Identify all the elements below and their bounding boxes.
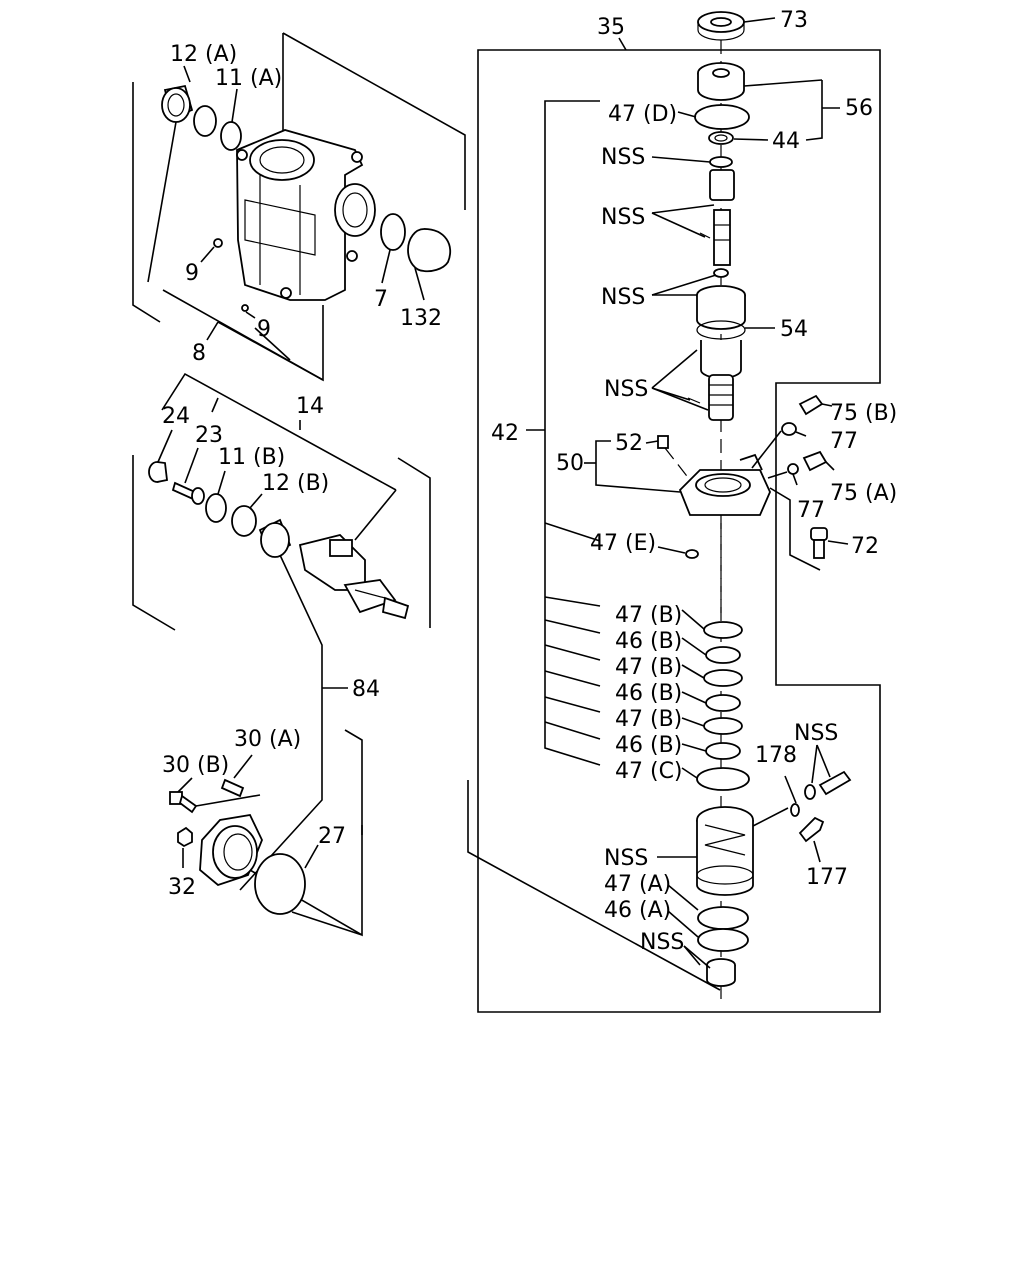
seal-24 bbox=[148, 461, 168, 483]
bolt-30a bbox=[220, 778, 245, 798]
label-nss-4: NSS bbox=[604, 377, 648, 402]
label-11b: 11 (B) bbox=[218, 445, 285, 470]
label-nss-3: NSS bbox=[601, 285, 645, 310]
label-178: 178 bbox=[755, 743, 797, 768]
bearing-14 bbox=[258, 518, 292, 558]
label-46a: 46 (A) bbox=[604, 898, 671, 923]
label-75b: 75 (B) bbox=[830, 401, 897, 426]
clip-11a bbox=[193, 105, 217, 137]
sector-shaft-group bbox=[132, 372, 431, 891]
cap-132 bbox=[407, 228, 452, 273]
label-35: 35 bbox=[597, 15, 625, 40]
ring-nss bbox=[709, 156, 733, 168]
oring-7 bbox=[380, 213, 406, 251]
housing-50 bbox=[678, 453, 771, 516]
label-54: 54 bbox=[780, 317, 808, 342]
label-52: 52 bbox=[615, 431, 643, 456]
label-11a: 11 (A) bbox=[215, 66, 282, 91]
label-47a: 47 (A) bbox=[604, 872, 671, 897]
label-14: 14 bbox=[296, 394, 324, 419]
valve-assembly-group bbox=[467, 11, 881, 1013]
label-8: 8 bbox=[192, 341, 206, 366]
callout-labels: 35 73 56 47 (D) 44 NSS NSS NSS 54 NSS 42… bbox=[162, 8, 897, 955]
label-46b-1: 46 (B) bbox=[615, 629, 682, 654]
adjust-screw-23 bbox=[171, 481, 205, 505]
label-47e: 47 (E) bbox=[590, 531, 656, 556]
label-nss-2: NSS bbox=[601, 205, 645, 230]
label-27: 27 bbox=[318, 824, 346, 849]
hose-177 bbox=[798, 816, 825, 843]
ring-stack bbox=[696, 621, 750, 791]
oring-47a bbox=[697, 906, 749, 930]
label-7: 7 bbox=[374, 287, 388, 312]
label-47d: 47 (D) bbox=[608, 102, 677, 127]
label-56: 56 bbox=[845, 96, 873, 121]
label-84: 84 bbox=[352, 677, 380, 702]
label-46b-3: 46 (B) bbox=[615, 733, 682, 758]
bolt-72 bbox=[810, 527, 828, 559]
plug-52 bbox=[657, 435, 669, 449]
label-72: 72 bbox=[851, 534, 879, 559]
label-47b-1: 47 (B) bbox=[615, 603, 682, 628]
label-30a: 30 (A) bbox=[234, 727, 301, 752]
label-132: 132 bbox=[400, 306, 442, 331]
label-23: 23 bbox=[195, 423, 223, 448]
oring-47e bbox=[685, 549, 699, 559]
label-77a: 77 bbox=[830, 429, 858, 454]
label-9a: 9 bbox=[185, 261, 199, 286]
washer-178 bbox=[790, 803, 800, 817]
bearing-12a bbox=[161, 84, 194, 123]
label-47b-2: 47 (B) bbox=[615, 655, 682, 680]
fitting-75b bbox=[798, 394, 824, 416]
input-shaft bbox=[709, 169, 735, 266]
label-12a: 12 (A) bbox=[170, 42, 237, 67]
label-47b-3: 47 (B) bbox=[615, 707, 682, 732]
label-nss-1: NSS bbox=[601, 145, 645, 170]
label-73: 73 bbox=[780, 8, 808, 33]
oring-47d bbox=[694, 104, 750, 130]
side-cover bbox=[199, 814, 263, 887]
top-cap-56 bbox=[697, 62, 745, 101]
bearing-44 bbox=[708, 131, 734, 145]
washer-77b bbox=[787, 463, 799, 475]
label-46b-2: 46 (B) bbox=[615, 681, 682, 706]
label-32: 32 bbox=[168, 875, 196, 900]
nss-bolt-right bbox=[804, 770, 852, 800]
gear-housing-group bbox=[132, 32, 466, 382]
label-30b: 30 (B) bbox=[162, 753, 229, 778]
snap-ring-11a bbox=[220, 121, 242, 151]
washer-73 bbox=[697, 11, 745, 41]
label-nss-6: NSS bbox=[604, 846, 648, 871]
clip-11b bbox=[205, 493, 227, 523]
label-47c: 47 (C) bbox=[615, 759, 683, 784]
assembly-35-outline bbox=[477, 49, 881, 1013]
label-nss-5: NSS bbox=[794, 721, 838, 746]
label-24: 24 bbox=[162, 404, 190, 429]
valve-body-54 bbox=[696, 285, 746, 421]
bolt-30b bbox=[169, 791, 198, 814]
label-nss-7: NSS bbox=[640, 930, 684, 955]
screw-9a bbox=[213, 238, 223, 248]
side-cover-group bbox=[169, 729, 363, 937]
label-77b: 77 bbox=[797, 498, 825, 523]
piston bbox=[696, 806, 754, 896]
sector-shaft bbox=[298, 534, 410, 620]
bottom-fitting bbox=[706, 958, 736, 987]
label-75a: 75 (A) bbox=[830, 481, 897, 506]
label-12b: 12 (B) bbox=[262, 471, 329, 496]
washer-77a bbox=[781, 422, 797, 436]
label-9b: 9 bbox=[257, 317, 271, 342]
fitting-75a bbox=[802, 450, 828, 472]
seal-46a bbox=[697, 928, 749, 952]
label-42: 42 bbox=[491, 421, 519, 446]
label-50: 50 bbox=[556, 451, 584, 476]
screw-9b bbox=[241, 304, 249, 312]
nut-32 bbox=[177, 826, 193, 848]
label-177: 177 bbox=[806, 865, 848, 890]
label-44: 44 bbox=[772, 129, 800, 154]
seal-12b bbox=[231, 505, 257, 537]
oring-27 bbox=[254, 853, 306, 915]
gear-housing bbox=[236, 129, 376, 301]
